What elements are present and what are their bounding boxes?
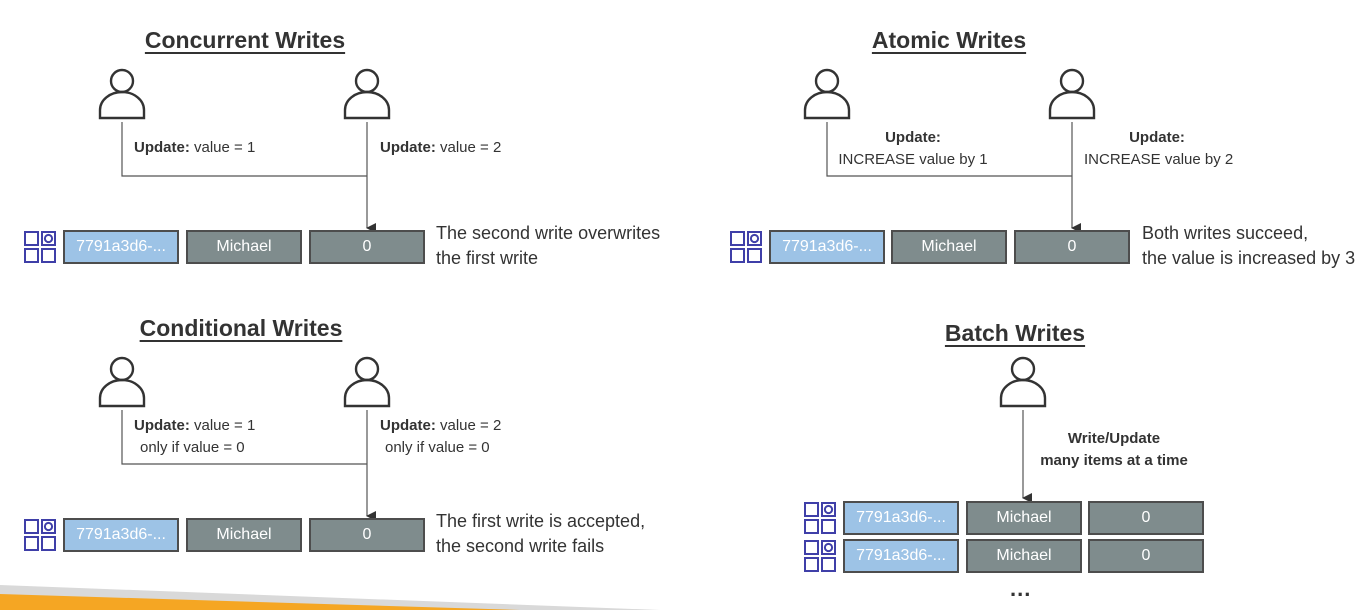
concurrent-update-label-1: Update: value = 1 [134, 139, 256, 156]
batch-title: Batch Writes [944, 320, 1086, 346]
user-icon [1048, 68, 1096, 120]
user-icon [343, 356, 391, 408]
dynamodb-item-icon [804, 540, 836, 572]
item-value-cell: 0 [1088, 501, 1204, 535]
item-key-cell: 7791a3d6-... [843, 539, 959, 573]
item-key-cell: 7791a3d6-... [63, 518, 179, 552]
batch-ellipsis: ... [1010, 576, 1032, 601]
item-value-cell: 0 [1014, 230, 1130, 264]
conditional-update-label-1: Update: value = 1 only if value = 0 [134, 417, 256, 456]
item-key-cell: 7791a3d6-... [63, 230, 179, 264]
dynamodb-item-icon [24, 231, 56, 263]
dynamodb-item-icon [24, 519, 56, 551]
concurrent-update-label-2: Update: value = 2 [380, 139, 502, 156]
user-icon [98, 356, 146, 408]
conditional-note: The first write is accepted, the second … [436, 511, 646, 556]
dynamodb-item-icon [730, 231, 762, 263]
batch-label: Write/Update many items at a time [1040, 430, 1188, 469]
atomic-note: Both writes succeed, the value is increa… [1142, 223, 1356, 268]
atomic-update-label-1: Update:INCREASE value by 1 [838, 129, 988, 168]
item-name-cell: Michael [891, 230, 1007, 264]
item-key-cell: 7791a3d6-... [769, 230, 885, 264]
concurrent-line-user1 [121, 122, 367, 177]
user-icon [803, 68, 851, 120]
concurrent-note: The second write overwrites the first wr… [436, 223, 661, 268]
item-name-cell: Michael [186, 518, 302, 552]
atomic-title: Atomic Writes [871, 27, 1027, 53]
conditional-update-label-2: Update: value = 2 only if value = 0 [380, 417, 502, 456]
item-value-cell: 0 [309, 518, 425, 552]
atomic-line-user1 [826, 122, 1072, 177]
item-key-cell: 7791a3d6-... [843, 501, 959, 535]
item-name-cell: Michael [966, 501, 1082, 535]
footer-swoosh-orange [0, 594, 520, 610]
conditional-title: Conditional Writes [139, 315, 343, 341]
item-value-cell: 0 [1088, 539, 1204, 573]
user-icon [343, 68, 391, 120]
conditional-line-user1 [121, 410, 367, 465]
item-name-cell: Michael [186, 230, 302, 264]
dynamodb-item-icon [804, 502, 836, 534]
atomic-update-label-2: Update:INCREASE value by 2 [1084, 129, 1234, 168]
user-icon [999, 356, 1047, 408]
item-value-cell: 0 [309, 230, 425, 264]
concurrent-title: Concurrent Writes [144, 27, 346, 53]
item-name-cell: Michael [966, 539, 1082, 573]
user-icon [98, 68, 146, 120]
